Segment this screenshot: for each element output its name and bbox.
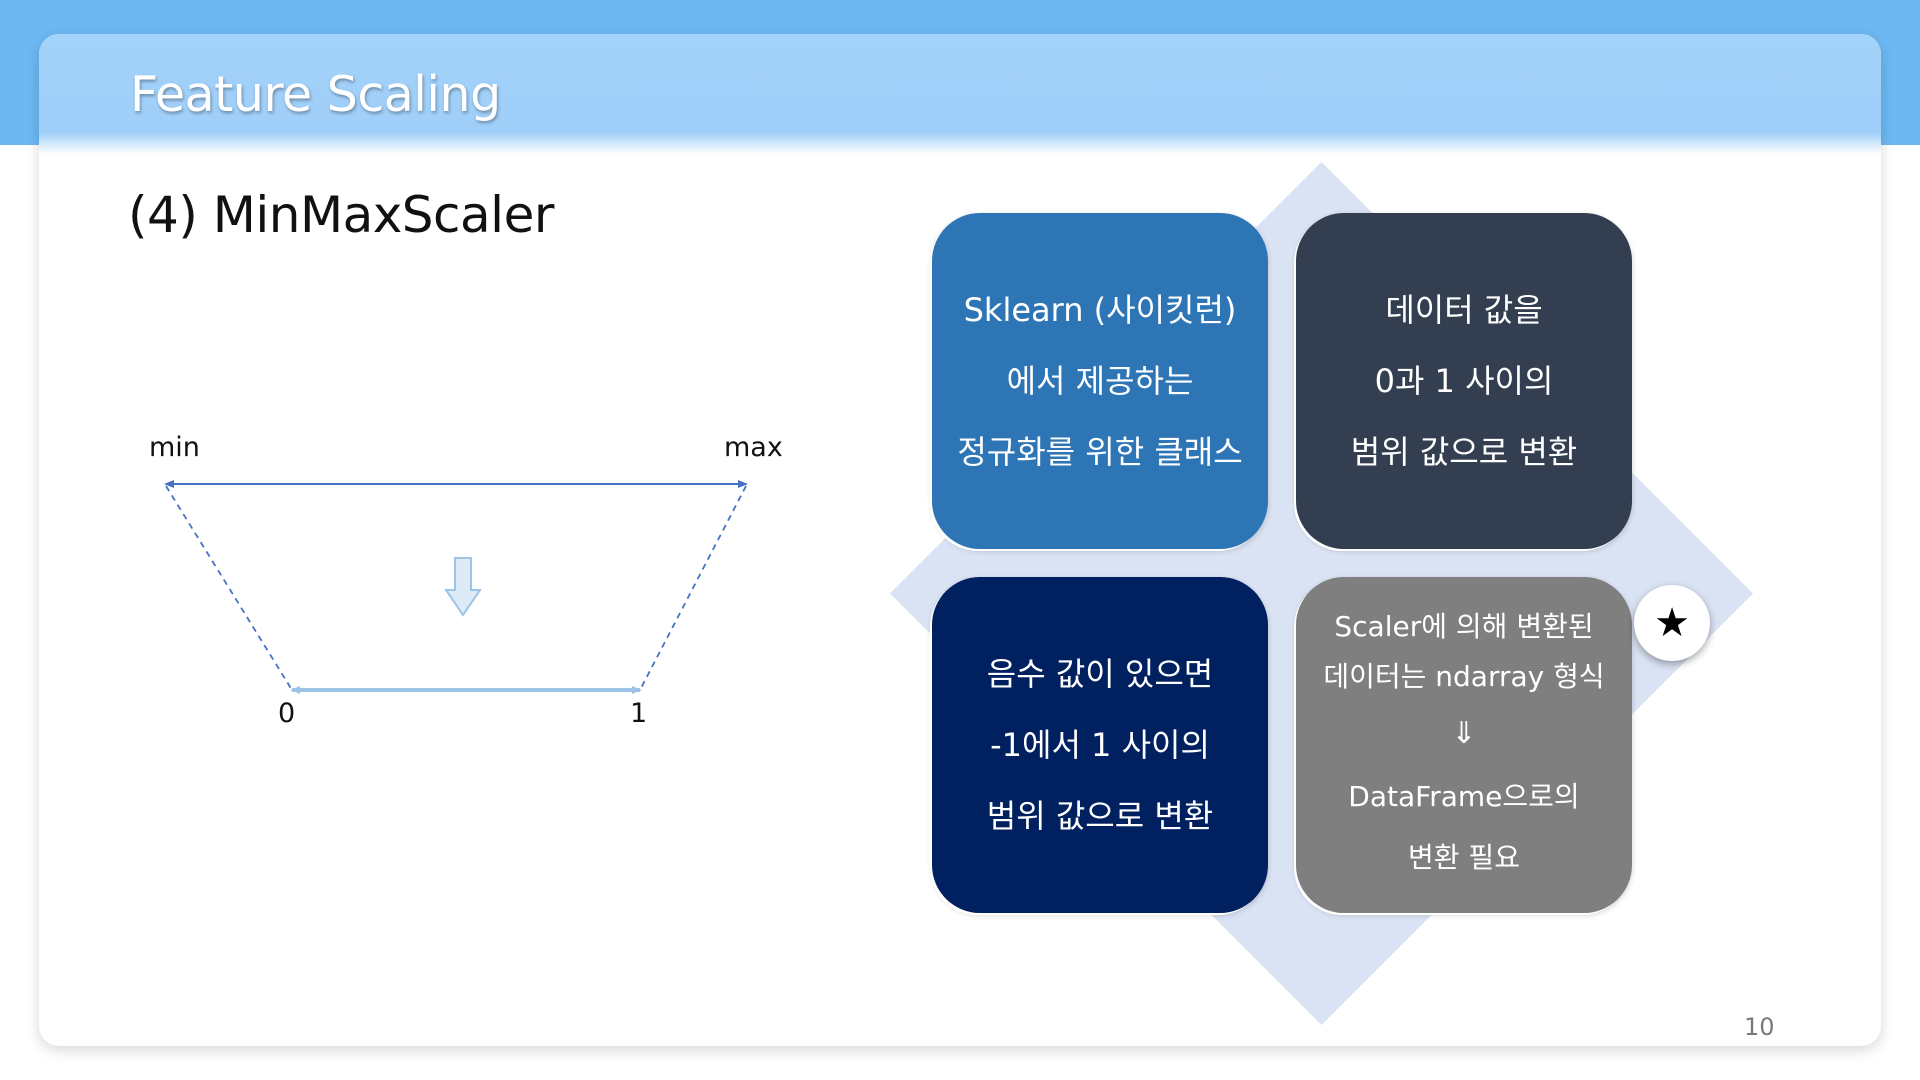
minmax-diagram: min max 0 1 <box>80 390 800 750</box>
double-down-arrow-icon: ⇓ <box>1451 716 1477 751</box>
card-text-line: 음수 값이 있으면 <box>986 654 1214 693</box>
max-label: max <box>724 432 783 463</box>
card-text-line: Sklearn (사이킷런) <box>963 290 1237 329</box>
header-bar <box>39 34 1881 154</box>
card-text-line: 0과 1 사이의 <box>1374 361 1554 400</box>
section-subtitle: (4) MinMaxScaler <box>128 186 554 244</box>
star-icon: ★ <box>1654 600 1690 646</box>
minmax-diagram-graphic <box>164 480 748 694</box>
card-range-zero-one: 데이터 값을 0과 1 사이의 범위 값으로 변환 <box>1296 213 1632 549</box>
one-label: 1 <box>630 698 648 729</box>
card-text-line: 데이터 값을 <box>1385 290 1543 329</box>
zero-label: 0 <box>278 698 296 729</box>
card-text-line: 범위 값으로 변환 <box>986 796 1214 835</box>
page-number: 10 <box>1744 1013 1775 1041</box>
down-arrow-icon <box>444 557 482 617</box>
card-text-line: -1에서 1 사이의 <box>990 725 1210 764</box>
card-text-line: 변환 필요 <box>1408 841 1520 874</box>
min-label: min <box>149 432 200 463</box>
card-text-line: 데이터는 ndarray 형식 <box>1323 660 1605 693</box>
card-text-line: 범위 값으로 변환 <box>1350 432 1578 471</box>
card-negative-range: 음수 값이 있으면 -1에서 1 사이의 범위 값으로 변환 <box>932 577 1268 913</box>
card-dataframe-conversion: Scaler에 의해 변환된 데이터는 ndarray 형식 ⇓ DataFra… <box>1296 577 1632 913</box>
card-text-line: 에서 제공하는 <box>1006 361 1194 400</box>
card-text-line: Scaler에 의해 변환된 <box>1334 610 1594 643</box>
card-text-line: 정규화를 위한 클래스 <box>957 432 1243 471</box>
star-badge: ★ <box>1634 585 1710 661</box>
right-dashed-connector <box>639 485 747 691</box>
slide-title: Feature Scaling <box>130 66 501 123</box>
card-text-line: DataFrame으로의 <box>1348 780 1580 813</box>
card-sklearn-class: Sklearn (사이킷런) 에서 제공하는 정규화를 위한 클래스 <box>932 213 1268 549</box>
left-dashed-connector <box>165 485 293 691</box>
